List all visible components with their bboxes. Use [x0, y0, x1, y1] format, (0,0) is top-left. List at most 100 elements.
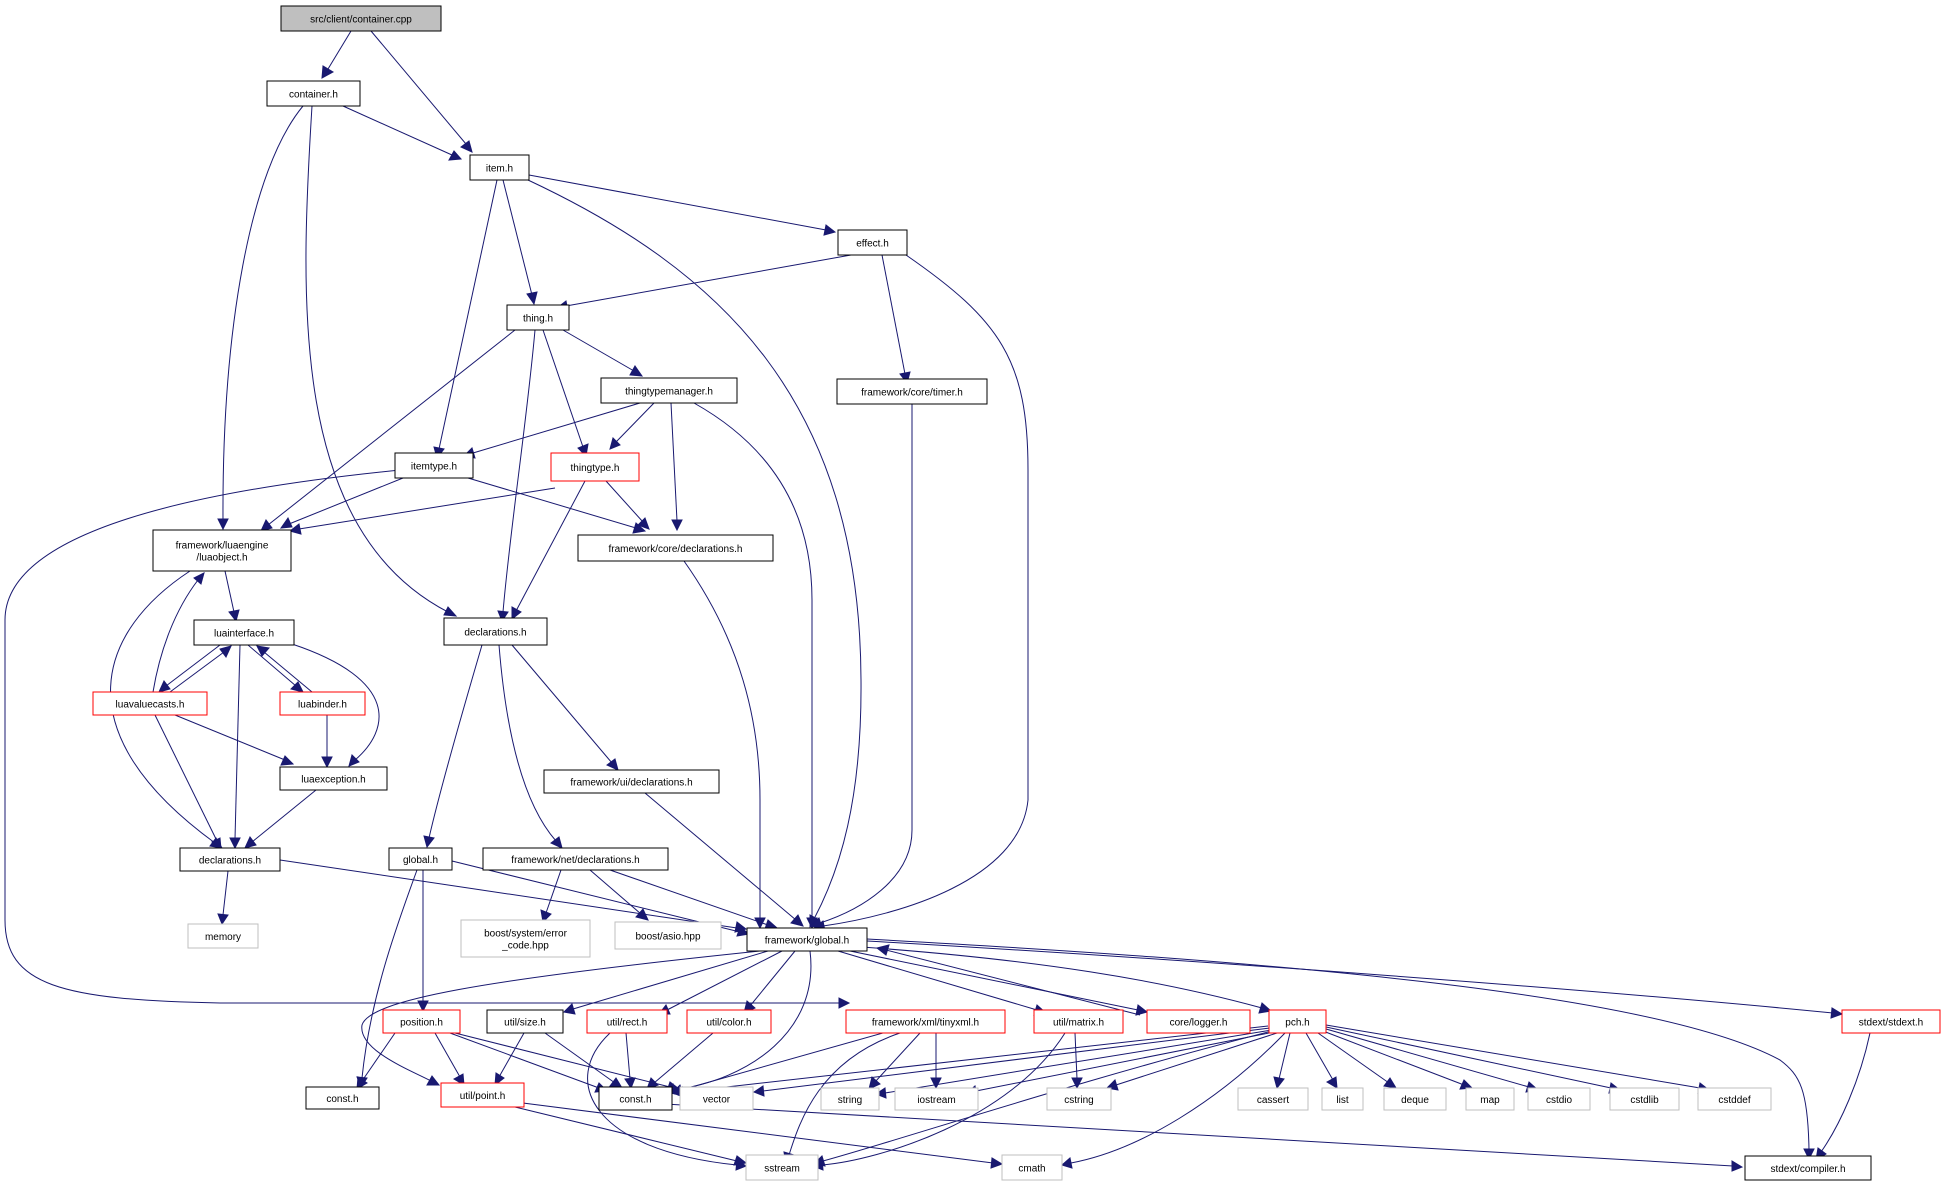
edge-position-constA: [356, 1032, 396, 1090]
file-node-label: cstddef: [1718, 1095, 1750, 1106]
file-node-label: util/point.h: [460, 1091, 506, 1102]
file-node-thingtype[interactable]: thingtype.h: [550, 452, 640, 482]
file-node-uidecl[interactable]: framework/ui/declarations.h: [543, 769, 720, 794]
file-node-box: [550, 452, 640, 482]
edge-color-constB: [646, 1032, 714, 1090]
file-node-pch[interactable]: pch.h: [1268, 1009, 1327, 1034]
edge-pch-cassert: [1273, 1032, 1291, 1090]
file-node-global[interactable]: global.h: [388, 847, 453, 871]
file-node-label: iostream: [917, 1095, 955, 1106]
file-node-cstdlib: cstdlib: [1609, 1087, 1680, 1111]
edge-thing-thingtype: [542, 329, 589, 458]
file-node-box: [1237, 1087, 1309, 1111]
file-node-label: sstream: [764, 1164, 800, 1175]
file-node-constA[interactable]: const.h: [305, 1086, 380, 1110]
file-node-container[interactable]: container.h: [266, 80, 361, 107]
edge-fwglobal-pch: [861, 946, 1273, 1014]
file-node-label: deque: [1401, 1095, 1429, 1106]
file-node-luaobject[interactable]: framework/luaengine/luaobject.h: [152, 529, 292, 572]
file-node-item[interactable]: item.h: [469, 154, 530, 181]
edge-point-cmath: [514, 1101, 1004, 1169]
file-node-deque: deque: [1383, 1087, 1447, 1111]
edge-fwglobal-color: [743, 950, 796, 1014]
file-node-box: [187, 923, 259, 949]
file-node-cstdio: cstdio: [1527, 1087, 1591, 1111]
edge-itemtype-coredecl: [467, 477, 647, 534]
file-node-stdext[interactable]: stdext/stdext.h: [1841, 1009, 1941, 1034]
file-node-label: declarations.h: [199, 856, 261, 867]
file-node-label: src/client/container.cpp: [310, 15, 412, 26]
file-node-luavaluecasts[interactable]: luavaluecasts.h: [92, 691, 208, 716]
file-node-label: stdext/compiler.h: [1770, 1164, 1845, 1175]
file-node-decl[interactable]: declarations.h: [443, 617, 548, 646]
file-node-netdecl[interactable]: framework/net/declarations.h: [482, 847, 669, 871]
edge-luabinder-luainterface: [256, 645, 313, 693]
file-node-label: position.h: [400, 1018, 443, 1029]
edge-effect-thing: [555, 254, 852, 312]
file-node-label: luainterface.h: [214, 629, 274, 640]
edge-item-thing: [502, 179, 538, 306]
edge-item-effect: [528, 174, 837, 236]
file-node-sstream: sstream: [745, 1154, 819, 1181]
file-node-box: [1033, 1009, 1124, 1034]
file-node-box: [1268, 1009, 1327, 1034]
file-node-position[interactable]: position.h: [382, 1009, 461, 1034]
file-node-timer[interactable]: framework/core/timer.h: [836, 378, 988, 405]
file-node-box: [686, 1009, 772, 1034]
edge-fwglobal-compiler: [866, 938, 1815, 1161]
file-node-box: [837, 229, 908, 256]
file-node-fwglobal[interactable]: framework/global.h: [746, 927, 868, 952]
file-node-box: [1146, 1009, 1251, 1034]
file-node-box: [460, 919, 591, 958]
file-node-effect[interactable]: effect.h: [837, 229, 908, 256]
file-node-label: const.h: [326, 1094, 358, 1105]
file-node-size[interactable]: util/size.h: [486, 1009, 564, 1034]
file-node-luaexception[interactable]: luaexception.h: [279, 766, 388, 791]
file-node-box: [679, 1086, 754, 1111]
file-node-box: [598, 1086, 673, 1111]
file-node-compiler[interactable]: stdext/compiler.h: [1744, 1155, 1872, 1181]
file-node-box: [845, 1009, 1006, 1034]
file-node-box: [1841, 1009, 1941, 1034]
file-node-label: util/matrix.h: [1053, 1018, 1104, 1029]
file-node-point[interactable]: util/point.h: [440, 1082, 525, 1108]
edge-pch-string: [874, 1029, 1273, 1099]
file-node-label: thingtype.h: [571, 463, 620, 474]
file-node-coredecl[interactable]: framework/core/declarations.h: [577, 534, 774, 562]
file-node-label: luaexception.h: [301, 775, 366, 786]
edge-pch-cstdlib: [1325, 1026, 1622, 1094]
edge-netdecl-boostsys: [540, 869, 562, 924]
edge-rect-constB: [624, 1032, 636, 1090]
file-node-label: const.h: [619, 1095, 651, 1106]
edge-uidecl-fwglobal: [644, 792, 804, 927]
file-node-constB[interactable]: const.h: [598, 1086, 673, 1111]
edge-pch-list: [1305, 1032, 1338, 1089]
edge-thing-ttm: [562, 329, 644, 377]
file-node-luadecl[interactable]: declarations.h: [179, 847, 281, 872]
file-node-ttm[interactable]: thingtypemanager.h: [600, 377, 738, 404]
file-node-matrix[interactable]: util/matrix.h: [1033, 1009, 1124, 1034]
file-node-box: [1321, 1087, 1364, 1111]
file-node-luainterface[interactable]: luainterface.h: [193, 619, 295, 646]
file-node-color[interactable]: util/color.h: [686, 1009, 772, 1034]
edge-luaobject-luainterface: [224, 570, 240, 623]
file-node-thing[interactable]: thing.h: [506, 304, 570, 331]
edge-matrix-cstring: [1071, 1032, 1083, 1090]
file-node-box: [279, 691, 366, 716]
file-node-label: /luaobject.h: [196, 553, 247, 564]
file-node-label: boost/asio.hpp: [635, 932, 700, 943]
file-node-logger[interactable]: core/logger.h: [1146, 1009, 1251, 1034]
file-node-root[interactable]: src/client/container.cpp: [280, 5, 442, 32]
edge-decl-global: [423, 644, 483, 849]
file-nodes: src/client/container.cpp container.h item.…: [92, 5, 1941, 1181]
file-node-label: thingtypemanager.h: [625, 387, 713, 398]
edge-luavaluecasts-luaobject: [152, 572, 205, 693]
file-node-rect[interactable]: util/rect.h: [586, 1009, 668, 1034]
file-node-asio: boost/asio.hpp: [614, 921, 722, 950]
file-node-tinyxml[interactable]: framework/xml/tinyxml.h: [845, 1009, 1006, 1034]
edge-luainterface-luaexception: [291, 643, 380, 767]
file-node-itemtype[interactable]: itemtype.h: [394, 452, 474, 479]
edge-fwglobal-point: [361, 950, 761, 1086]
file-node-luabinder[interactable]: luabinder.h: [279, 691, 366, 716]
edge-coredecl-fwglobal: [683, 560, 766, 930]
